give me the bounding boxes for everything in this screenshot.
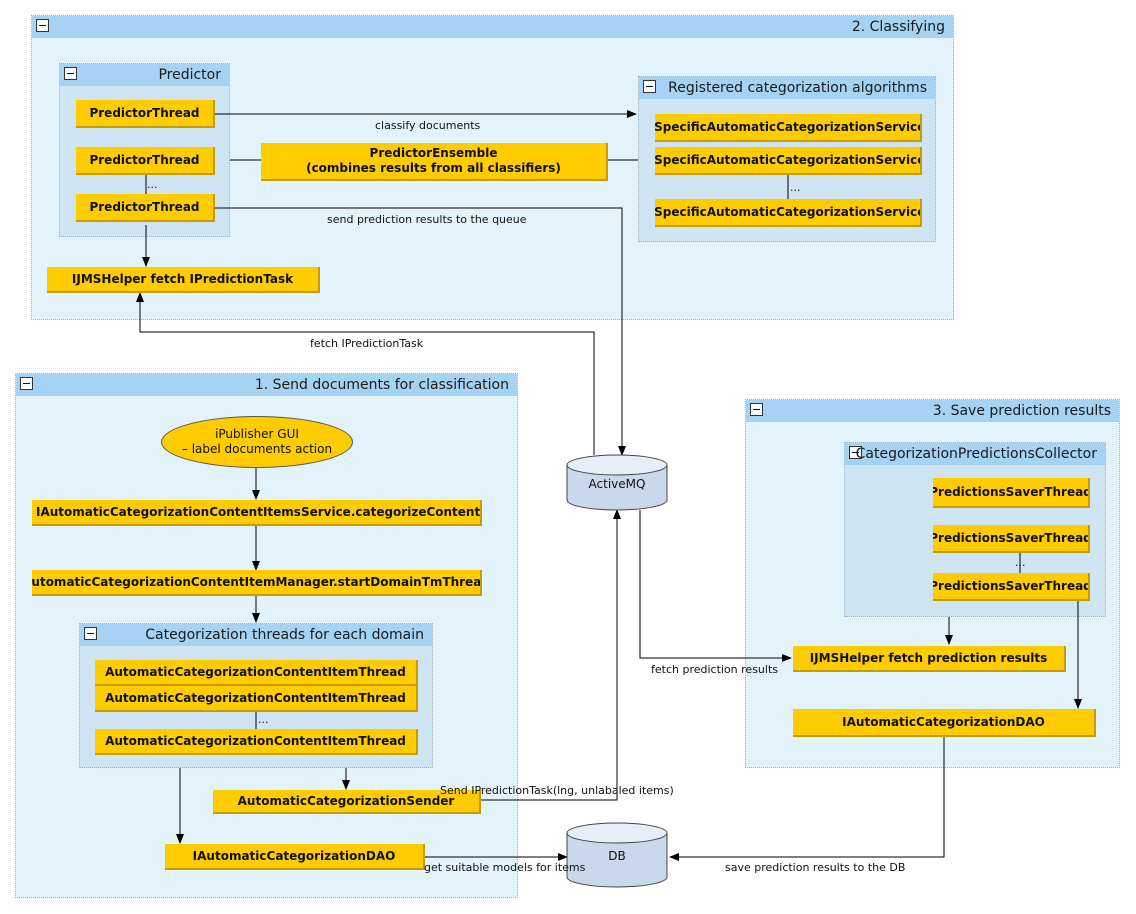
- saver-thread-3[interactable]: PredictionsSaverThread: [933, 573, 1090, 601]
- item-thread-1[interactable]: AutomaticCategorizationContentItemThread: [95, 660, 418, 686]
- group-title: Registered categorization algorithms: [668, 80, 927, 96]
- group-title: 1. Send documents for classification: [254, 377, 509, 393]
- label-fetch-results: fetch prediction results: [651, 663, 779, 676]
- predictor-ensemble[interactable]: PredictorEnsemble (combines results from…: [261, 143, 608, 181]
- edge-fetch-results: [639, 510, 792, 662]
- predictor-thread-3[interactable]: PredictorThread: [76, 194, 215, 222]
- group-title: Predictor: [158, 67, 221, 83]
- edge-fetch-task: [136, 292, 595, 455]
- edge-send-task: [480, 509, 621, 801]
- manager-start-thread[interactable]: AutomaticCategorizationContentItemManage…: [32, 570, 482, 596]
- service-3[interactable]: ISpecificAutomaticCategorizationService: [655, 199, 922, 227]
- label-get-models: get suitable models for items: [424, 861, 586, 874]
- predictor-thread-1[interactable]: PredictorThread: [76, 100, 215, 128]
- label-classify-documents: classify documents: [375, 119, 481, 132]
- gui-title: iPublisher GUI: [215, 427, 299, 441]
- jms-fetch-results[interactable]: IJMSHelper fetch prediction results: [793, 646, 1066, 672]
- ellipsis-item-threads: ...: [258, 713, 269, 726]
- group-title: 2. Classifying: [851, 19, 945, 35]
- ellipsis-predictor: ...: [147, 178, 158, 191]
- group-header: Registered categorization algorithms: [639, 77, 935, 99]
- gui-subtitle: – label documents action: [181, 442, 333, 456]
- group-title: Categorization threads for each domain: [145, 627, 424, 643]
- jms-fetch-task[interactable]: IJMSHelper fetch IPredictionTask: [47, 267, 320, 293]
- label-fetch-task: fetch IPredictionTask: [310, 337, 424, 350]
- label-send-prediction-results: send prediction results to the queue: [327, 213, 527, 226]
- group-header: 2. Classifying: [32, 16, 953, 38]
- predictor-ensemble-title: PredictorEnsemble: [369, 146, 498, 160]
- group-header: 3. Save prediction results: [746, 400, 1119, 422]
- group-header: 1. Send documents for classification: [16, 374, 517, 396]
- categorization-sender[interactable]: AutomaticCategorizationSender: [213, 790, 481, 814]
- collapse-toggle-icon[interactable]: [84, 627, 97, 640]
- service-1[interactable]: ISpecificAutomaticCategorizationService: [655, 114, 922, 142]
- saver-thread-1[interactable]: PredictionsSaverThread: [933, 478, 1090, 508]
- label-save-results: save prediction results to the DB: [725, 861, 906, 874]
- ipublisher-gui[interactable]: iPublisher GUI – label documents action: [161, 416, 353, 468]
- collapse-toggle-icon[interactable]: [849, 446, 862, 459]
- db-cylinder: [566, 822, 668, 888]
- group-header: Predictor: [60, 64, 229, 86]
- ellipsis-saver-threads: ...: [1015, 556, 1026, 569]
- categorization-dao-right[interactable]: IAutomaticCategorizationDAO: [793, 709, 1096, 737]
- activemq-label: ActiveMQ: [588, 477, 646, 491]
- collapse-toggle-icon[interactable]: [643, 80, 656, 93]
- db-label: DB: [608, 849, 626, 863]
- predictor-ensemble-subtitle: (combines results from all classifiers): [306, 161, 561, 175]
- collapse-toggle-icon[interactable]: [20, 377, 33, 390]
- item-thread-3[interactable]: AutomaticCategorizationContentItemThread: [95, 729, 418, 755]
- group-header: CategorizationPredictionsCollector: [845, 443, 1105, 465]
- edge-send-prediction-results: [215, 207, 626, 456]
- service-2[interactable]: ISpecificAutomaticCategorizationService: [655, 147, 922, 175]
- item-thread-2[interactable]: AutomaticCategorizationContentItemThread: [95, 686, 418, 712]
- saver-thread-2[interactable]: PredictionsSaverThread: [933, 525, 1090, 553]
- collapse-toggle-icon[interactable]: [64, 67, 77, 80]
- label-send-task: Send IPredictionTask(lng, unlabaled item…: [440, 784, 674, 797]
- predictor-thread-2[interactable]: PredictorThread: [76, 147, 215, 175]
- activemq-cylinder: [566, 454, 668, 511]
- collapse-toggle-icon[interactable]: [750, 403, 763, 416]
- ellipsis-services: ...: [790, 181, 801, 194]
- group-header: Categorization threads for each domain: [80, 624, 432, 646]
- group-title: 3. Save prediction results: [932, 403, 1111, 419]
- edge-save-results: [669, 737, 945, 861]
- categorization-dao-left[interactable]: IAutomaticCategorizationDAO: [165, 844, 425, 870]
- categorize-content-items[interactable]: IAutomaticCategorizationContentItemsServ…: [32, 500, 482, 526]
- group-title: CategorizationPredictionsCollector: [855, 446, 1097, 462]
- collapse-toggle-icon[interactable]: [36, 19, 49, 32]
